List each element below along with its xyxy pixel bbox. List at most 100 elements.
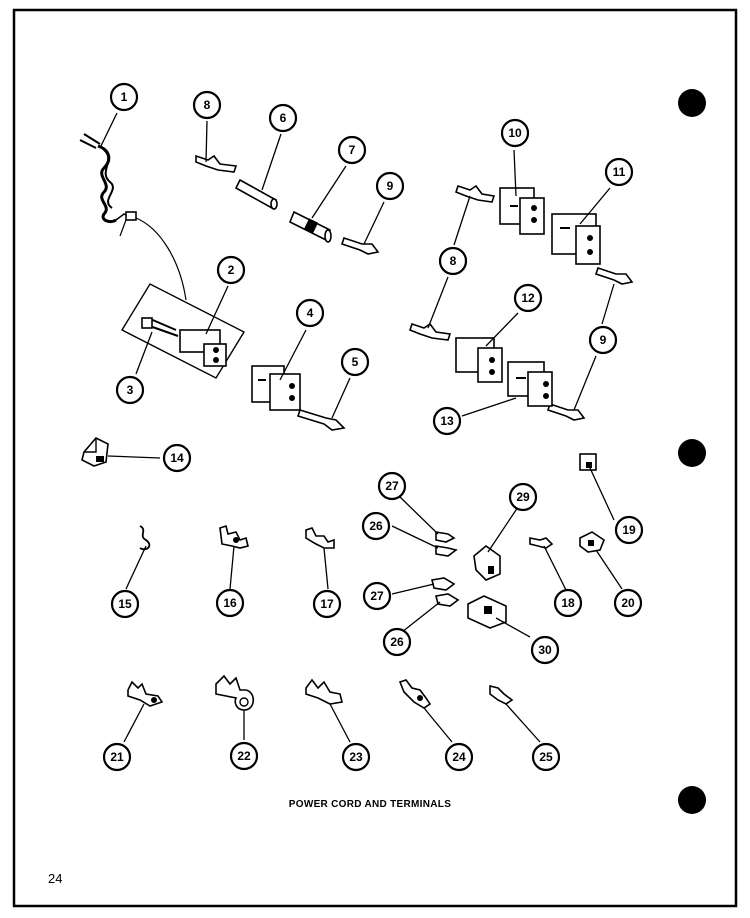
binder-hole-top <box>678 89 706 117</box>
callout-11: 11 <box>604 157 634 187</box>
terminal-27-bottom-drawing <box>431 577 456 591</box>
binder-hole-middle <box>678 439 706 467</box>
callout-23: 23 <box>341 742 371 772</box>
terminal-16-drawing <box>219 524 249 549</box>
svg-text:20: 20 <box>621 596 635 610</box>
page-border <box>12 8 738 908</box>
svg-text:14: 14 <box>170 451 184 465</box>
callout-13: 13 <box>432 406 462 436</box>
housing-29-drawing <box>473 544 501 581</box>
svg-text:7: 7 <box>349 143 356 157</box>
sleeve-7-drawing <box>288 210 332 243</box>
terminal-25-drawing <box>489 684 514 705</box>
callout-8-right: 8 <box>438 246 468 276</box>
power-cord-drawing <box>79 133 187 301</box>
terminal-26-top-drawing <box>435 545 458 557</box>
callout-8-top: 8 <box>192 90 222 120</box>
callout-10: 10 <box>500 118 530 148</box>
callout-24: 24 <box>444 742 474 772</box>
terminal-17-drawing <box>305 527 335 549</box>
svg-text:23: 23 <box>349 750 363 764</box>
housing-11-drawing <box>551 213 601 265</box>
callout-9-top: 9 <box>375 171 405 201</box>
svg-text:1: 1 <box>121 90 128 104</box>
svg-text:25: 25 <box>539 750 553 764</box>
housing-13-drawing <box>507 361 553 407</box>
callout-2: 2 <box>216 255 246 285</box>
terminal-27-top-drawing <box>435 531 456 543</box>
terminal-22-drawing <box>215 674 255 711</box>
svg-text:19: 19 <box>622 523 636 537</box>
callout-19: 19 <box>614 515 644 545</box>
callout-22: 22 <box>229 741 259 771</box>
terminal-24-drawing <box>398 679 432 709</box>
terminal-23-drawing <box>305 678 343 705</box>
svg-text:26: 26 <box>369 519 383 533</box>
clip-19-drawing <box>579 453 597 471</box>
hook-15-drawing <box>139 525 151 551</box>
callout-5: 5 <box>340 347 370 377</box>
pin-5-drawing <box>296 409 346 431</box>
clip-14-drawing <box>81 437 109 467</box>
svg-text:11: 11 <box>613 165 626 179</box>
svg-text:6: 6 <box>280 111 287 125</box>
callout-6: 6 <box>268 103 298 133</box>
callout-20: 20 <box>613 588 643 618</box>
svg-text:30: 30 <box>538 643 552 657</box>
housing-30-drawing <box>467 595 507 629</box>
svg-text:17: 17 <box>320 597 334 611</box>
callout-25: 25 <box>531 742 561 772</box>
svg-text:29: 29 <box>516 490 530 504</box>
svg-text:26: 26 <box>390 635 404 649</box>
callout-26-top: 26 <box>361 511 391 541</box>
svg-text:27: 27 <box>385 479 399 493</box>
callout-30: 30 <box>530 635 560 665</box>
callout-16: 16 <box>215 588 245 618</box>
svg-text:21: 21 <box>110 750 124 764</box>
housing-4-drawing <box>251 365 301 411</box>
callout-21: 21 <box>102 742 132 772</box>
terminal-21-drawing <box>127 680 164 707</box>
callout-12: 12 <box>513 283 543 313</box>
terminal-8-top-drawing <box>195 154 238 173</box>
callout-14: 14 <box>162 443 192 473</box>
callout-7: 7 <box>337 135 367 165</box>
callout-4: 4 <box>295 298 325 328</box>
terminal-26-bottom-drawing <box>435 593 460 607</box>
callout-3: 3 <box>115 375 145 405</box>
pin-9-right-drawing <box>546 266 634 421</box>
svg-text:3: 3 <box>127 383 134 397</box>
svg-text:4: 4 <box>307 306 314 320</box>
svg-text:16: 16 <box>223 596 237 610</box>
sleeve-6-drawing <box>234 178 278 210</box>
terminal-8-right-drawing <box>409 184 496 341</box>
clip-20-drawing <box>579 531 605 553</box>
binder-hole-bottom <box>678 786 706 814</box>
svg-text:9: 9 <box>387 179 394 193</box>
svg-text:18: 18 <box>561 596 575 610</box>
svg-text:8: 8 <box>450 254 457 268</box>
svg-text:12: 12 <box>521 291 535 305</box>
diagram-caption: POWER CORD AND TERMINALS <box>288 799 452 810</box>
svg-text:15: 15 <box>118 597 132 611</box>
leader-lines <box>99 112 623 743</box>
svg-text:10: 10 <box>508 126 522 140</box>
svg-text:13: 13 <box>440 414 454 428</box>
terminal-18-drawing <box>529 537 554 549</box>
callout-15: 15 <box>110 589 140 619</box>
svg-text:22: 22 <box>237 749 251 763</box>
callout-18: 18 <box>553 588 583 618</box>
svg-text:9: 9 <box>600 333 607 347</box>
housing-10-drawing <box>499 187 545 235</box>
callout-26-bottom: 26 <box>382 627 412 657</box>
svg-text:5: 5 <box>352 355 359 369</box>
connector-board-drawing <box>121 283 245 379</box>
svg-text:2: 2 <box>228 263 235 277</box>
pin-9-top-drawing <box>340 236 380 255</box>
callout-27-bottom: 27 <box>362 581 392 611</box>
callout-17: 17 <box>312 589 342 619</box>
callout-27-top: 27 <box>377 471 407 501</box>
svg-text:24: 24 <box>452 750 466 764</box>
callout-9-right: 9 <box>588 325 618 355</box>
